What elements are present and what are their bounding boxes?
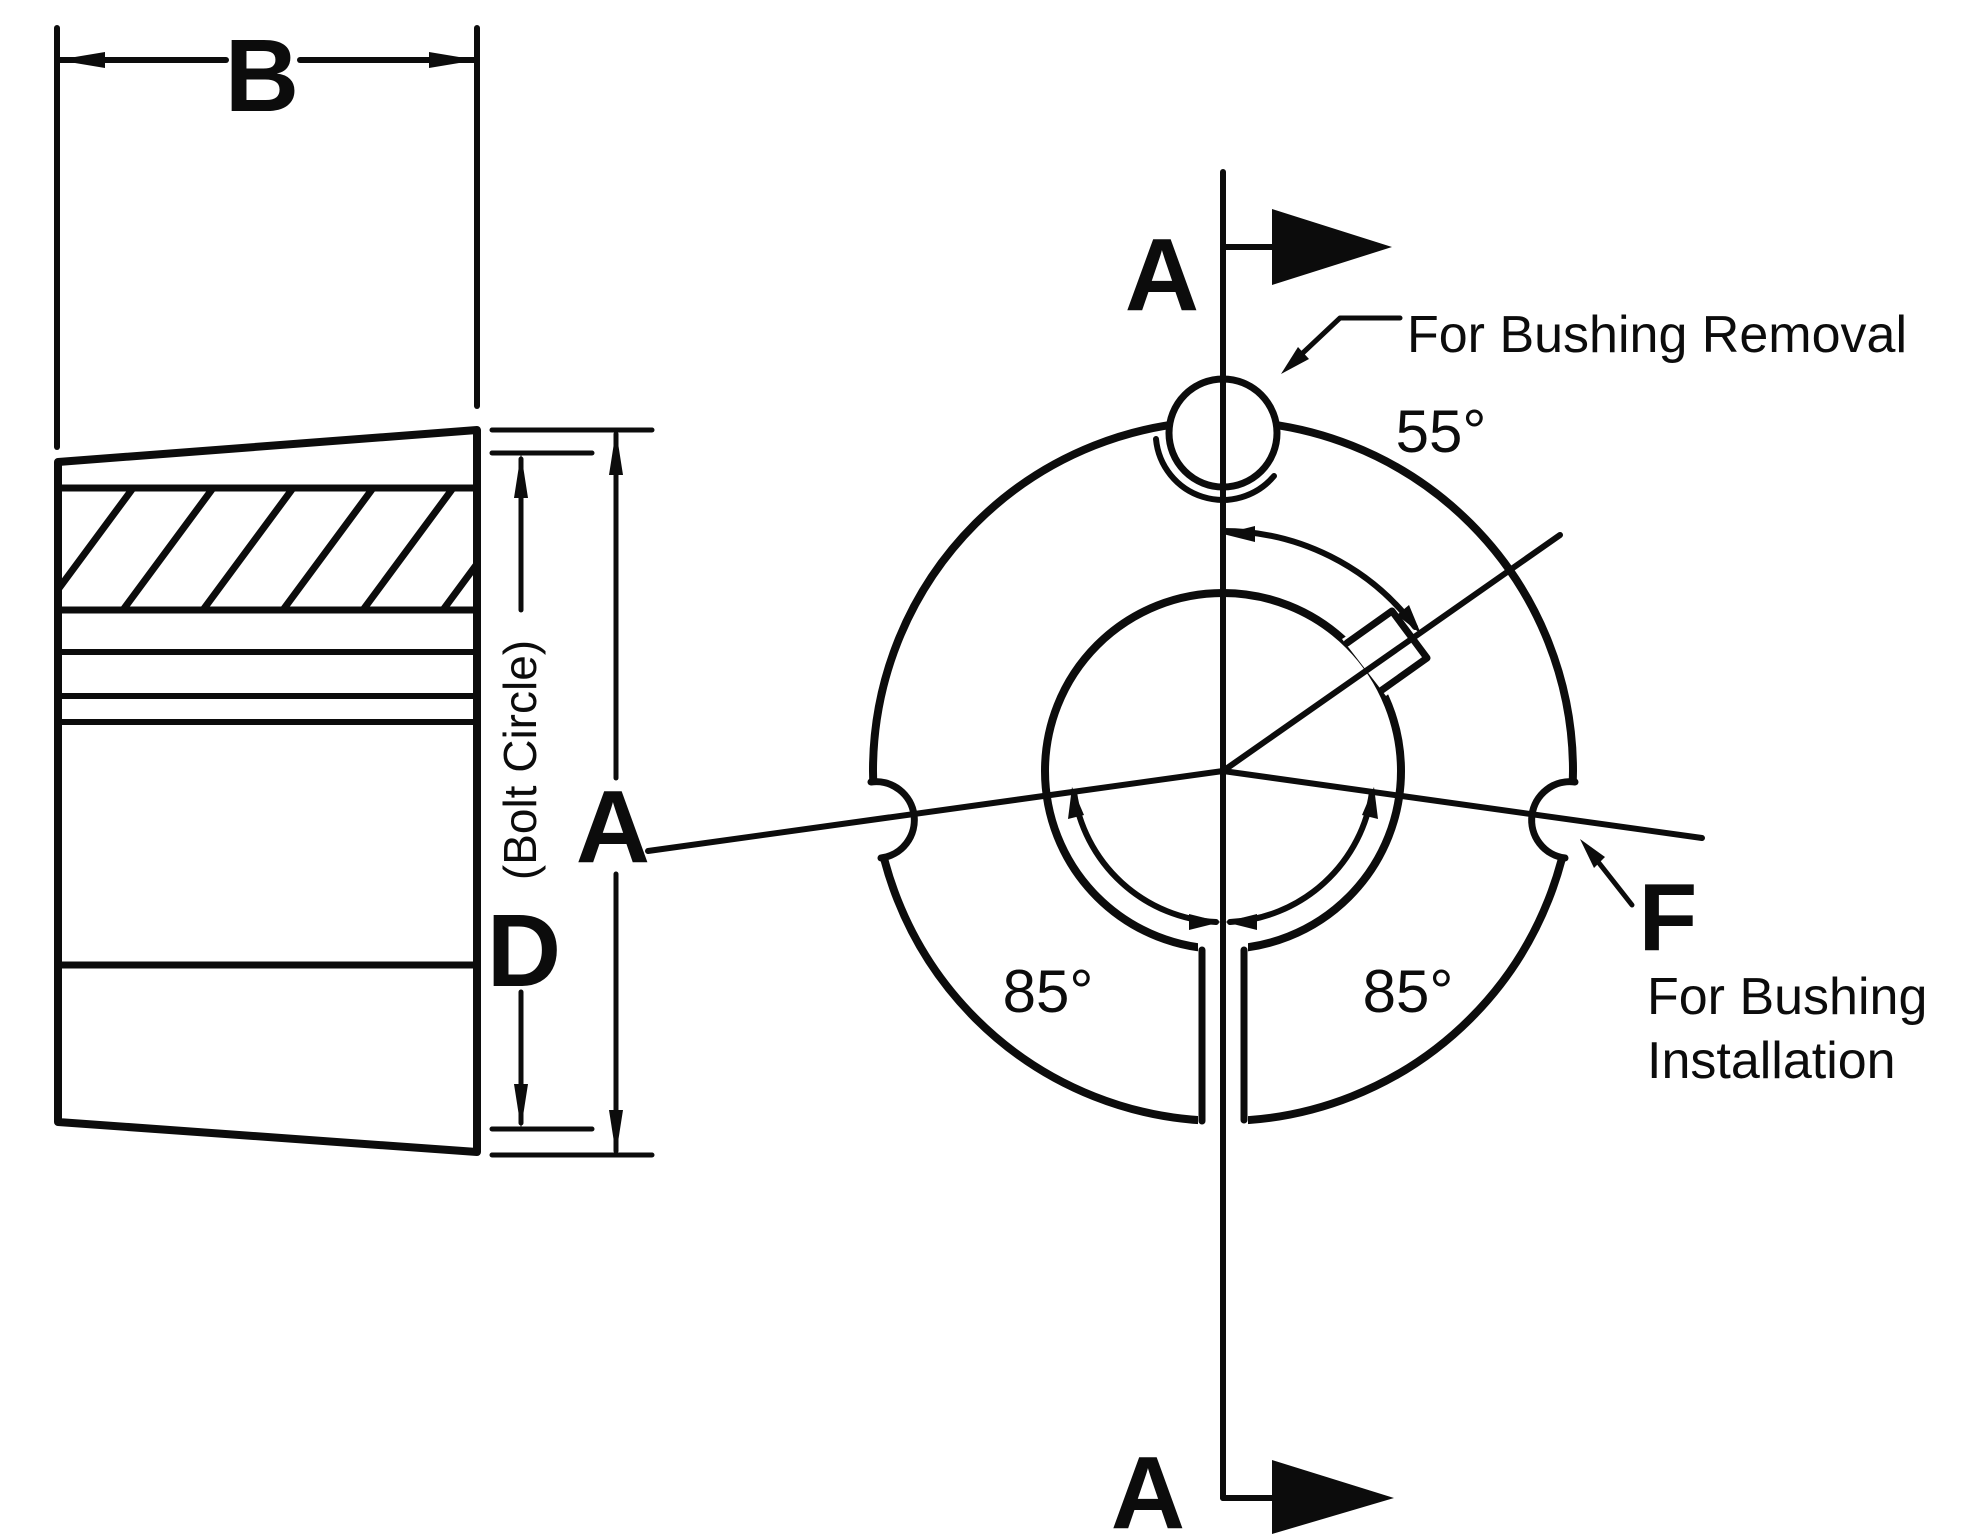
removal-note-text: For Bushing Removal bbox=[1407, 306, 1907, 364]
dim-85-left: 85° bbox=[1003, 787, 1221, 1025]
arc-55-arrowhead-end-icon bbox=[1397, 605, 1421, 634]
right-extension-lines bbox=[489, 427, 655, 1158]
dim-a: A bbox=[576, 430, 650, 1155]
dim-55-degrees: 55° bbox=[1220, 398, 1487, 634]
section-line-a-a: A A bbox=[1111, 169, 1394, 1536]
part-outline bbox=[54, 426, 481, 1156]
arc-85-right-top-arrow-icon bbox=[1362, 787, 1378, 819]
a-arrowhead-up-icon bbox=[609, 430, 623, 475]
top-section-arrow-icon bbox=[1272, 209, 1392, 285]
a-dim-label: A bbox=[576, 769, 650, 884]
bushing-section-outline bbox=[54, 426, 481, 1156]
left-hole-radial-line bbox=[645, 768, 1226, 854]
bolt-circle-note: (Bolt Circle) bbox=[494, 640, 546, 880]
arc-85-left-top-arrow-icon bbox=[1068, 787, 1084, 819]
right-hole-radial-line bbox=[1220, 768, 1705, 841]
removal-hole-thread-arc-icon bbox=[1153, 436, 1277, 503]
d-arrowhead-down-icon bbox=[514, 1084, 528, 1129]
arc-55-arrowhead-top-icon bbox=[1223, 526, 1255, 542]
installation-note-line1: For Bushing bbox=[1647, 968, 1927, 1026]
arc-85-left-bottom-arrow-icon bbox=[1189, 914, 1221, 930]
section-label-top: A bbox=[1125, 217, 1199, 332]
dim-b: B bbox=[54, 18, 480, 450]
side-view: B bbox=[54, 18, 655, 1158]
keyway-diagonal-line bbox=[1220, 532, 1563, 774]
installation-note: F For Bushing Installation bbox=[1580, 839, 1927, 1090]
angle-85-right-label: 85° bbox=[1363, 958, 1454, 1025]
bottom-slot bbox=[1198, 946, 1248, 1125]
removal-leader-line bbox=[1287, 315, 1403, 368]
dim-d: (Bolt Circle) D bbox=[487, 453, 561, 1129]
removal-note: For Bushing Removal bbox=[1281, 306, 1907, 374]
arc-85-right bbox=[1227, 789, 1375, 925]
a-arrowhead-down-icon bbox=[609, 1110, 623, 1155]
b-dim-label: B bbox=[225, 18, 299, 133]
angle-55-label: 55° bbox=[1396, 398, 1487, 465]
f-label: F bbox=[1639, 864, 1698, 971]
section-label-bottom: A bbox=[1111, 1435, 1185, 1536]
front-view: A A 55° 85° 85° bbox=[645, 169, 1927, 1536]
angle-85-left-label: 85° bbox=[1003, 958, 1094, 1025]
installation-note-line2: Installation bbox=[1647, 1032, 1896, 1090]
d-arrowhead-up-icon bbox=[514, 453, 528, 498]
d-dim-label: D bbox=[487, 893, 561, 1008]
hatch-pattern bbox=[58, 488, 477, 610]
f-leader-arrowhead-icon bbox=[1580, 839, 1605, 868]
arc-85-right-bottom-arrow-icon bbox=[1225, 914, 1257, 930]
keyway-outline bbox=[1343, 607, 1431, 694]
dim-85-right: 85° bbox=[1225, 787, 1453, 1025]
bottom-section-arrow-icon bbox=[1272, 1460, 1394, 1534]
b-arrowhead-left-icon bbox=[57, 52, 105, 68]
removal-leader-arrowhead-icon bbox=[1281, 347, 1309, 374]
arc-85-left bbox=[1071, 789, 1219, 925]
b-arrowhead-right-icon bbox=[429, 52, 477, 68]
